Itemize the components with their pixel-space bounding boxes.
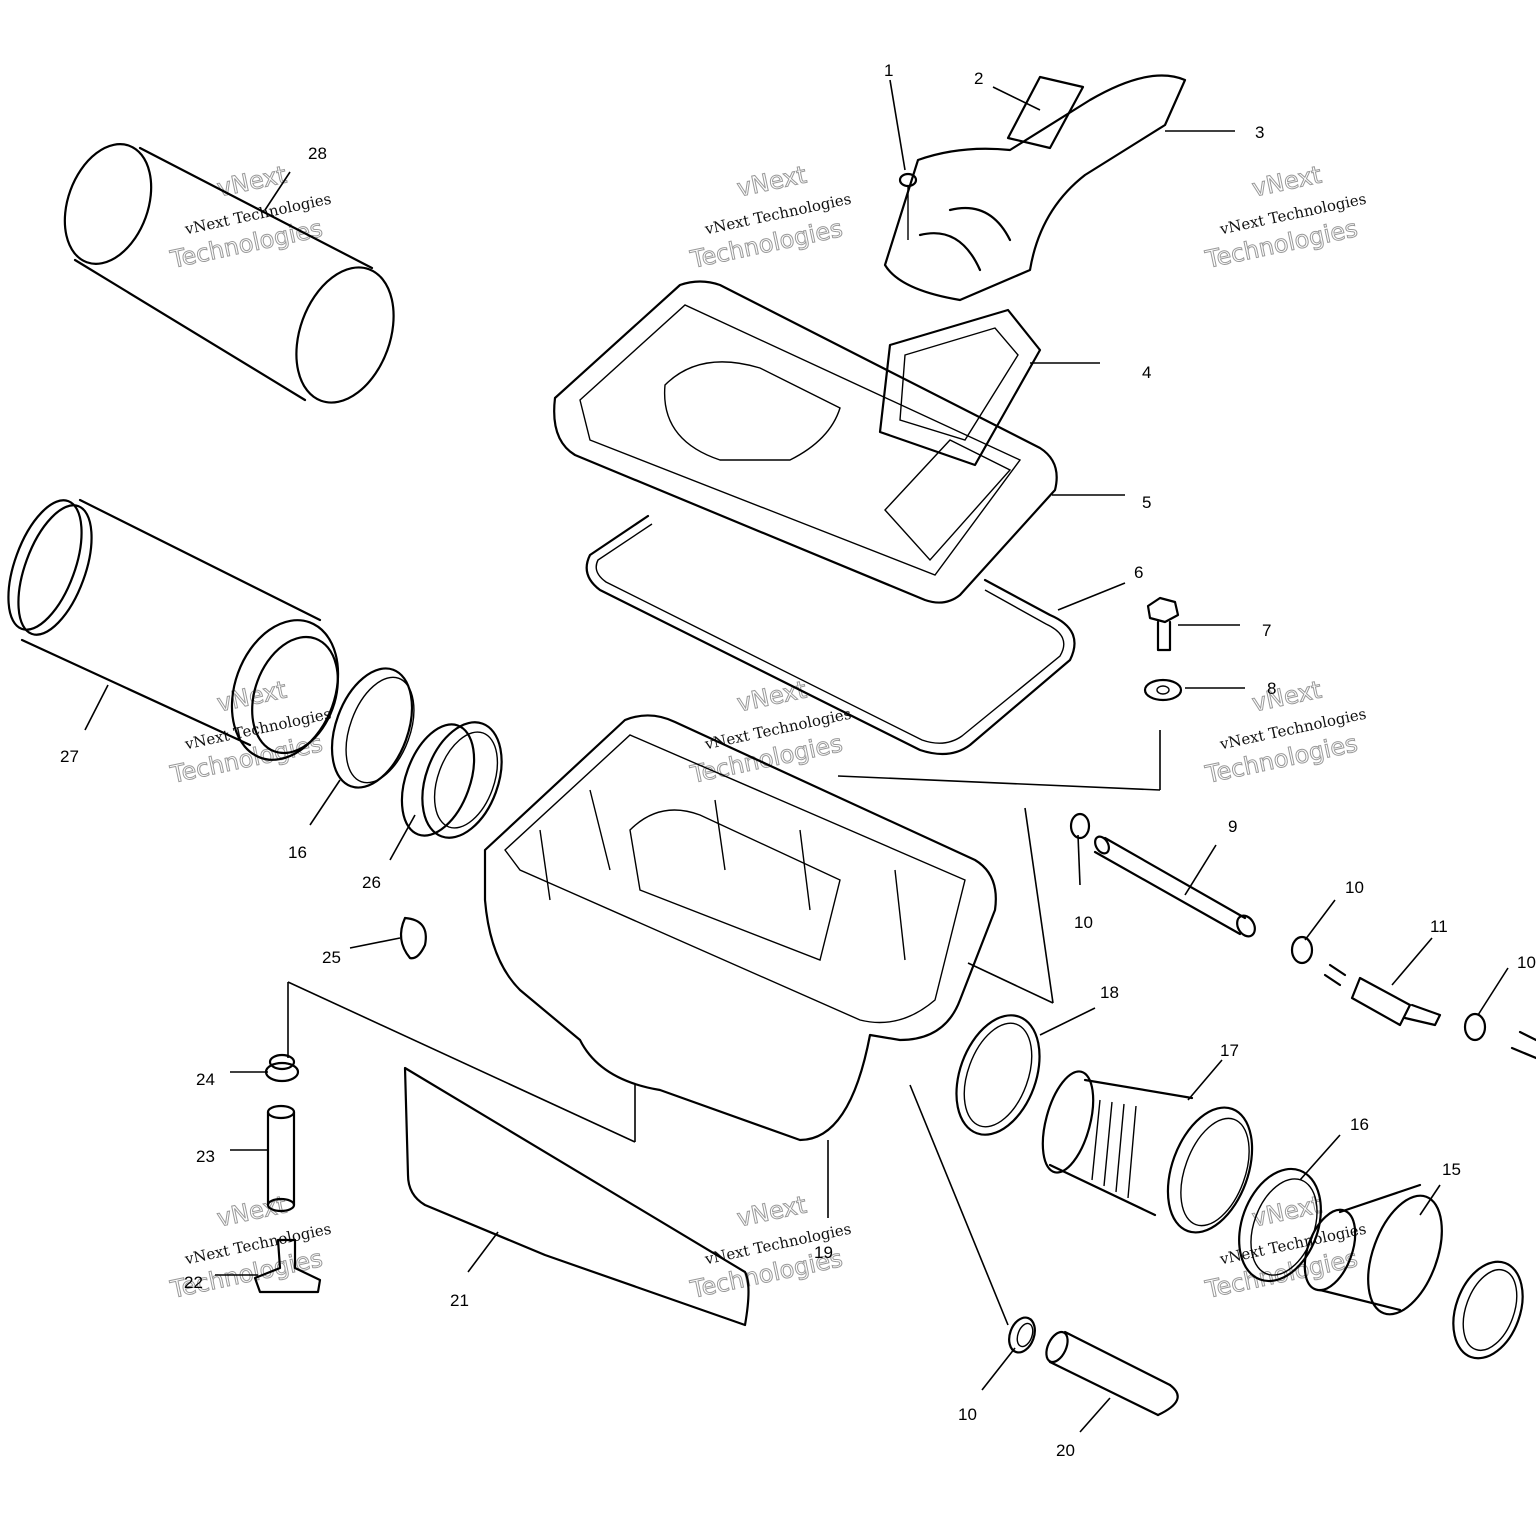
- part-prefilter-sleeve: [63, 143, 395, 404]
- callout-11: 11: [1430, 917, 1448, 936]
- part-washer: [1143, 678, 1183, 702]
- callout-1: 1: [884, 61, 893, 80]
- callout-7: 7: [1262, 621, 1271, 640]
- part-gasket: [585, 514, 1076, 756]
- watermark-bottom-left: vNext vNext Technologies Technologies: [167, 1190, 333, 1304]
- callout-19: 19: [814, 1243, 833, 1262]
- part-intake-boot: [1041, 1070, 1254, 1234]
- callout-5: 5: [1142, 493, 1151, 512]
- callout-4: 4: [1142, 363, 1151, 382]
- callout-10-valve-clamp: 10: [1345, 878, 1364, 897]
- part-hose: [1093, 835, 1256, 938]
- part-cover-plate: [878, 308, 1042, 467]
- leader-lines: [84, 79, 1509, 1433]
- svg-text:vNext: vNext: [1250, 676, 1324, 718]
- part-drain-clamp: [264, 1053, 300, 1083]
- part-reducer-cone: [1303, 1183, 1443, 1316]
- svg-text:vNext: vNext: [1250, 1191, 1324, 1233]
- callout-16-left: 16: [288, 843, 307, 862]
- part-drain-tee: [253, 1238, 322, 1294]
- callout-15: 15: [1442, 1160, 1461, 1179]
- part-clamp-far-right: [1452, 1260, 1524, 1360]
- callout-27: 27: [60, 747, 79, 766]
- part-drain-hose: [266, 1104, 296, 1213]
- callout-25: 25: [322, 948, 341, 967]
- svg-text:vNext: vNext: [735, 161, 809, 203]
- callout-3: 3: [1255, 123, 1264, 142]
- callout-16-right: 16: [1350, 1115, 1369, 1134]
- part-clamp-10c: [1463, 1012, 1487, 1042]
- callout-23: 23: [196, 1147, 215, 1166]
- part-airbox-base: [483, 714, 997, 1142]
- part-check-valve: [1323, 963, 1442, 1027]
- callout-9: 9: [1228, 817, 1237, 836]
- part-drain-tube: [1045, 1330, 1179, 1417]
- part-decal: [1006, 75, 1085, 150]
- svg-text:vNext: vNext: [1250, 161, 1324, 203]
- callout-22: 22: [184, 1273, 203, 1292]
- part-heat-shield: [403, 1066, 750, 1327]
- part-clip: [399, 916, 427, 960]
- callout-10-hose-clamp: 10: [1074, 913, 1093, 932]
- callout-18: 18: [1100, 983, 1119, 1002]
- callout-10-right-clamp: 10: [1517, 953, 1536, 972]
- callout-24: 24: [196, 1070, 215, 1089]
- callout-21: 21: [450, 1291, 469, 1310]
- callout-8: 8: [1267, 679, 1276, 698]
- callout-17: 17: [1220, 1041, 1239, 1060]
- callout-2: 2: [974, 69, 983, 88]
- part-threaded-adapter: [400, 721, 503, 839]
- part-bolt: [1146, 596, 1180, 652]
- part-air-filter: [7, 498, 340, 761]
- part-airbox-lid: [553, 280, 1058, 604]
- watermark-mid-center: vNext vNext Technologies Technologies: [687, 675, 853, 789]
- watermark-bottom-right: vNext vNext Technologies Technologies: [1202, 1190, 1368, 1304]
- svg-text:vNext: vNext: [215, 161, 289, 203]
- callout-28: 28: [308, 144, 327, 163]
- part-clamp-10a: [1069, 812, 1091, 840]
- part-clamp-10d: [1008, 1316, 1036, 1354]
- watermark-top-right: vNext vNext Technologies Technologies: [1202, 160, 1368, 274]
- callout-26: 26: [362, 873, 381, 892]
- svg-text:vNext: vNext: [735, 676, 809, 718]
- watermark-top-center: vNext vNext Technologies Technologies: [687, 160, 853, 274]
- callout-6: 6: [1134, 563, 1143, 582]
- part-hose-stub: [1510, 1030, 1536, 1060]
- part-o-ring: [955, 1014, 1041, 1136]
- part-intake-duct: [883, 74, 1187, 302]
- part-clamp-10b: [1290, 935, 1314, 965]
- watermark-mid-left: vNext vNext Technologies Technologies: [167, 675, 333, 789]
- watermark-mid-right: vNext vNext Technologies Technologies: [1202, 675, 1368, 789]
- callout-20: 20: [1056, 1441, 1075, 1460]
- svg-text:vNext: vNext: [735, 1191, 809, 1233]
- callout-10-bottom-clamp: 10: [958, 1405, 977, 1424]
- part-clamp-left: [330, 667, 415, 789]
